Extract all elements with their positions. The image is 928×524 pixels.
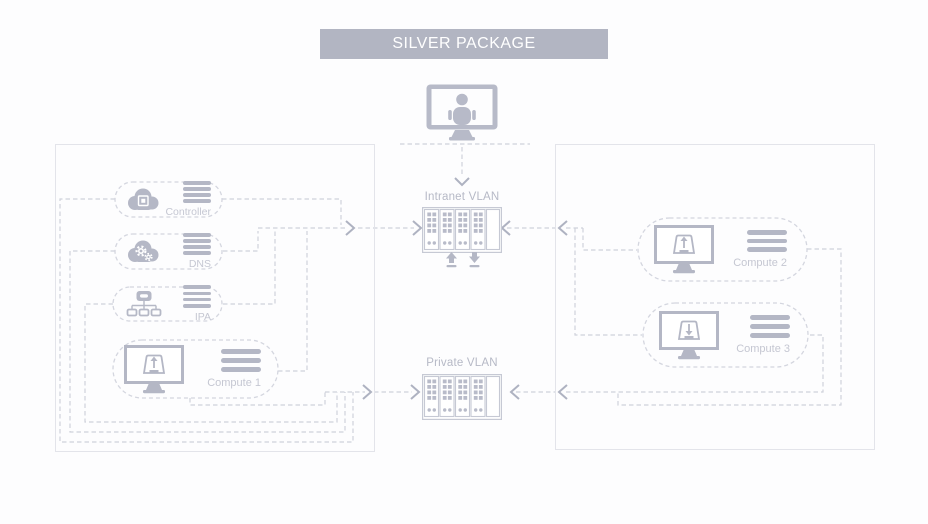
private-vlan-switch bbox=[422, 374, 503, 425]
arrow-right-icon bbox=[410, 384, 421, 400]
node-label: Compute 1 bbox=[207, 376, 261, 389]
user-terminal bbox=[426, 84, 498, 146]
package-title: SILVER PACKAGE bbox=[392, 35, 536, 52]
lines-stack-icon bbox=[183, 232, 211, 256]
arrow-left-icon bbox=[509, 384, 520, 400]
node-label: Compute 3 bbox=[736, 342, 790, 355]
upload-arrow-icon bbox=[446, 252, 457, 268]
arrow-right-icon bbox=[412, 220, 423, 236]
right-zone-box bbox=[555, 144, 875, 450]
cloud-gears-icon bbox=[124, 238, 162, 265]
node-label: Compute 2 bbox=[733, 257, 787, 270]
arrow-left-icon bbox=[500, 220, 511, 236]
network-tree-icon bbox=[125, 290, 163, 319]
node-dns: DNS bbox=[115, 232, 222, 271]
monitor-user-icon bbox=[426, 84, 498, 141]
left-zone-box bbox=[55, 144, 375, 452]
intranet-transfer-indicators bbox=[445, 252, 481, 268]
node-compute-1: Compute 1 bbox=[113, 340, 278, 398]
monitor-upload-icon bbox=[654, 225, 714, 274]
download-arrow-icon bbox=[469, 252, 480, 268]
monitor-upload-icon bbox=[124, 344, 184, 394]
lines-stack-icon bbox=[183, 180, 211, 204]
lines-stack-icon bbox=[221, 349, 261, 372]
node-compute-3: Compute 3 bbox=[643, 303, 808, 367]
arrow-down-icon bbox=[454, 177, 470, 187]
intranet-vlan-switch bbox=[422, 207, 503, 258]
switch-rack-icon bbox=[422, 374, 503, 420]
package-title-banner: SILVER PACKAGE bbox=[320, 29, 608, 59]
node-label: IPA bbox=[194, 310, 211, 323]
node-ipa: IPA bbox=[113, 285, 222, 323]
lines-stack-icon bbox=[747, 229, 787, 253]
node-label: Controller bbox=[165, 206, 211, 219]
node-controller: Controller bbox=[115, 180, 222, 219]
intranet-vlan-label: Intranet VLAN bbox=[424, 191, 500, 203]
switch-rack-icon bbox=[422, 207, 503, 253]
node-label: DNS bbox=[188, 258, 211, 271]
cloud-chip-icon bbox=[124, 186, 162, 213]
lines-stack-icon bbox=[750, 315, 790, 338]
monitor-download-icon bbox=[659, 310, 719, 360]
node-compute-2: Compute 2 bbox=[638, 218, 807, 281]
lines-stack-icon bbox=[183, 285, 211, 308]
private-vlan-label: Private VLAN bbox=[426, 357, 498, 369]
